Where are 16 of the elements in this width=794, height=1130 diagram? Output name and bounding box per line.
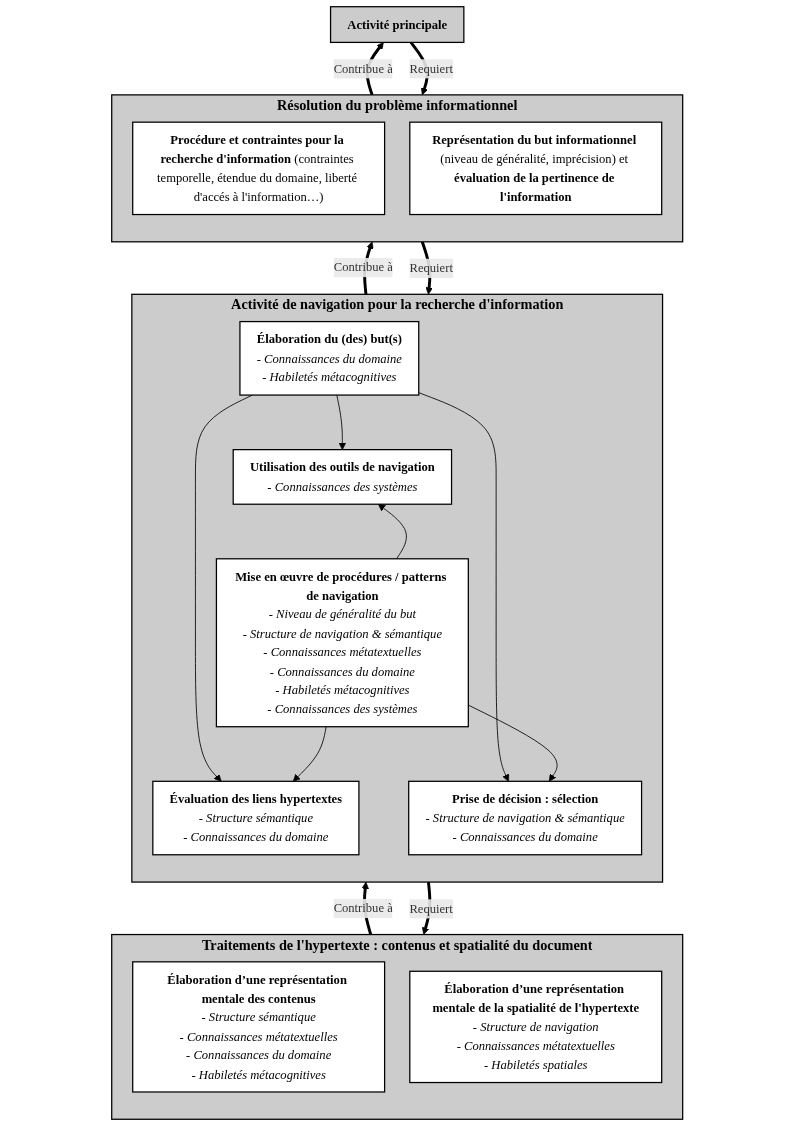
node-box: Représentation du but informationnel (niveau de généralité, imprécision) et évaluation de la pertinence de l'information: [408, 121, 663, 216]
node-box: Mise en œuvre de procédures / patterns de navigation - Niveau de généralité du but - Structure de navigation & sémantique - Connaissances métatextuelles - Connaissances du domaine - Habiletés métacognitives - Connaissances des systèmes: [215, 558, 469, 728]
node-box: Procédure et contraintes pour la recherche d'information (contraintes temporelle, étendue du domaine, liberté d'accés à l'information…): [131, 121, 386, 216]
node-box: Utilisation des outils de navigation - Connaissances des systèmes: [232, 449, 452, 505]
node-box: Évaluation des liens hypertextes - Structure sémantique - Connaissances du domaine: [152, 780, 360, 856]
edge-label: Contribue à: [333, 260, 393, 274]
edge-label: Requiert: [409, 261, 453, 275]
node-box: Prise de décision : sélection - Structure de navigation & sémantique - Connaissances du domaine: [407, 780, 642, 856]
node-box: Élaboration du (des) but(s) - Connaissances du domaine - Habiletés métacognitives: [239, 320, 420, 396]
node-box: Élaboration d’une représentation mentale des contenus - Structure sémantique - Connaissances métatextuelles - Connaissances du domaine - Habiletés métacognitives: [131, 961, 386, 1093]
edge-label: Contribue à: [333, 61, 393, 76]
edge-label: Requiert: [409, 61, 453, 76]
edge-label: Requiert: [409, 901, 453, 916]
node-box: Activité principale: [329, 6, 465, 44]
node-box: Élaboration d’une représentation mentale de la spatialité de l'hypertexte - Structure de navigation - Connaissances métatextuelles - Habiletés spatiales: [408, 970, 663, 1084]
edge-label: Contribue à: [333, 901, 393, 915]
